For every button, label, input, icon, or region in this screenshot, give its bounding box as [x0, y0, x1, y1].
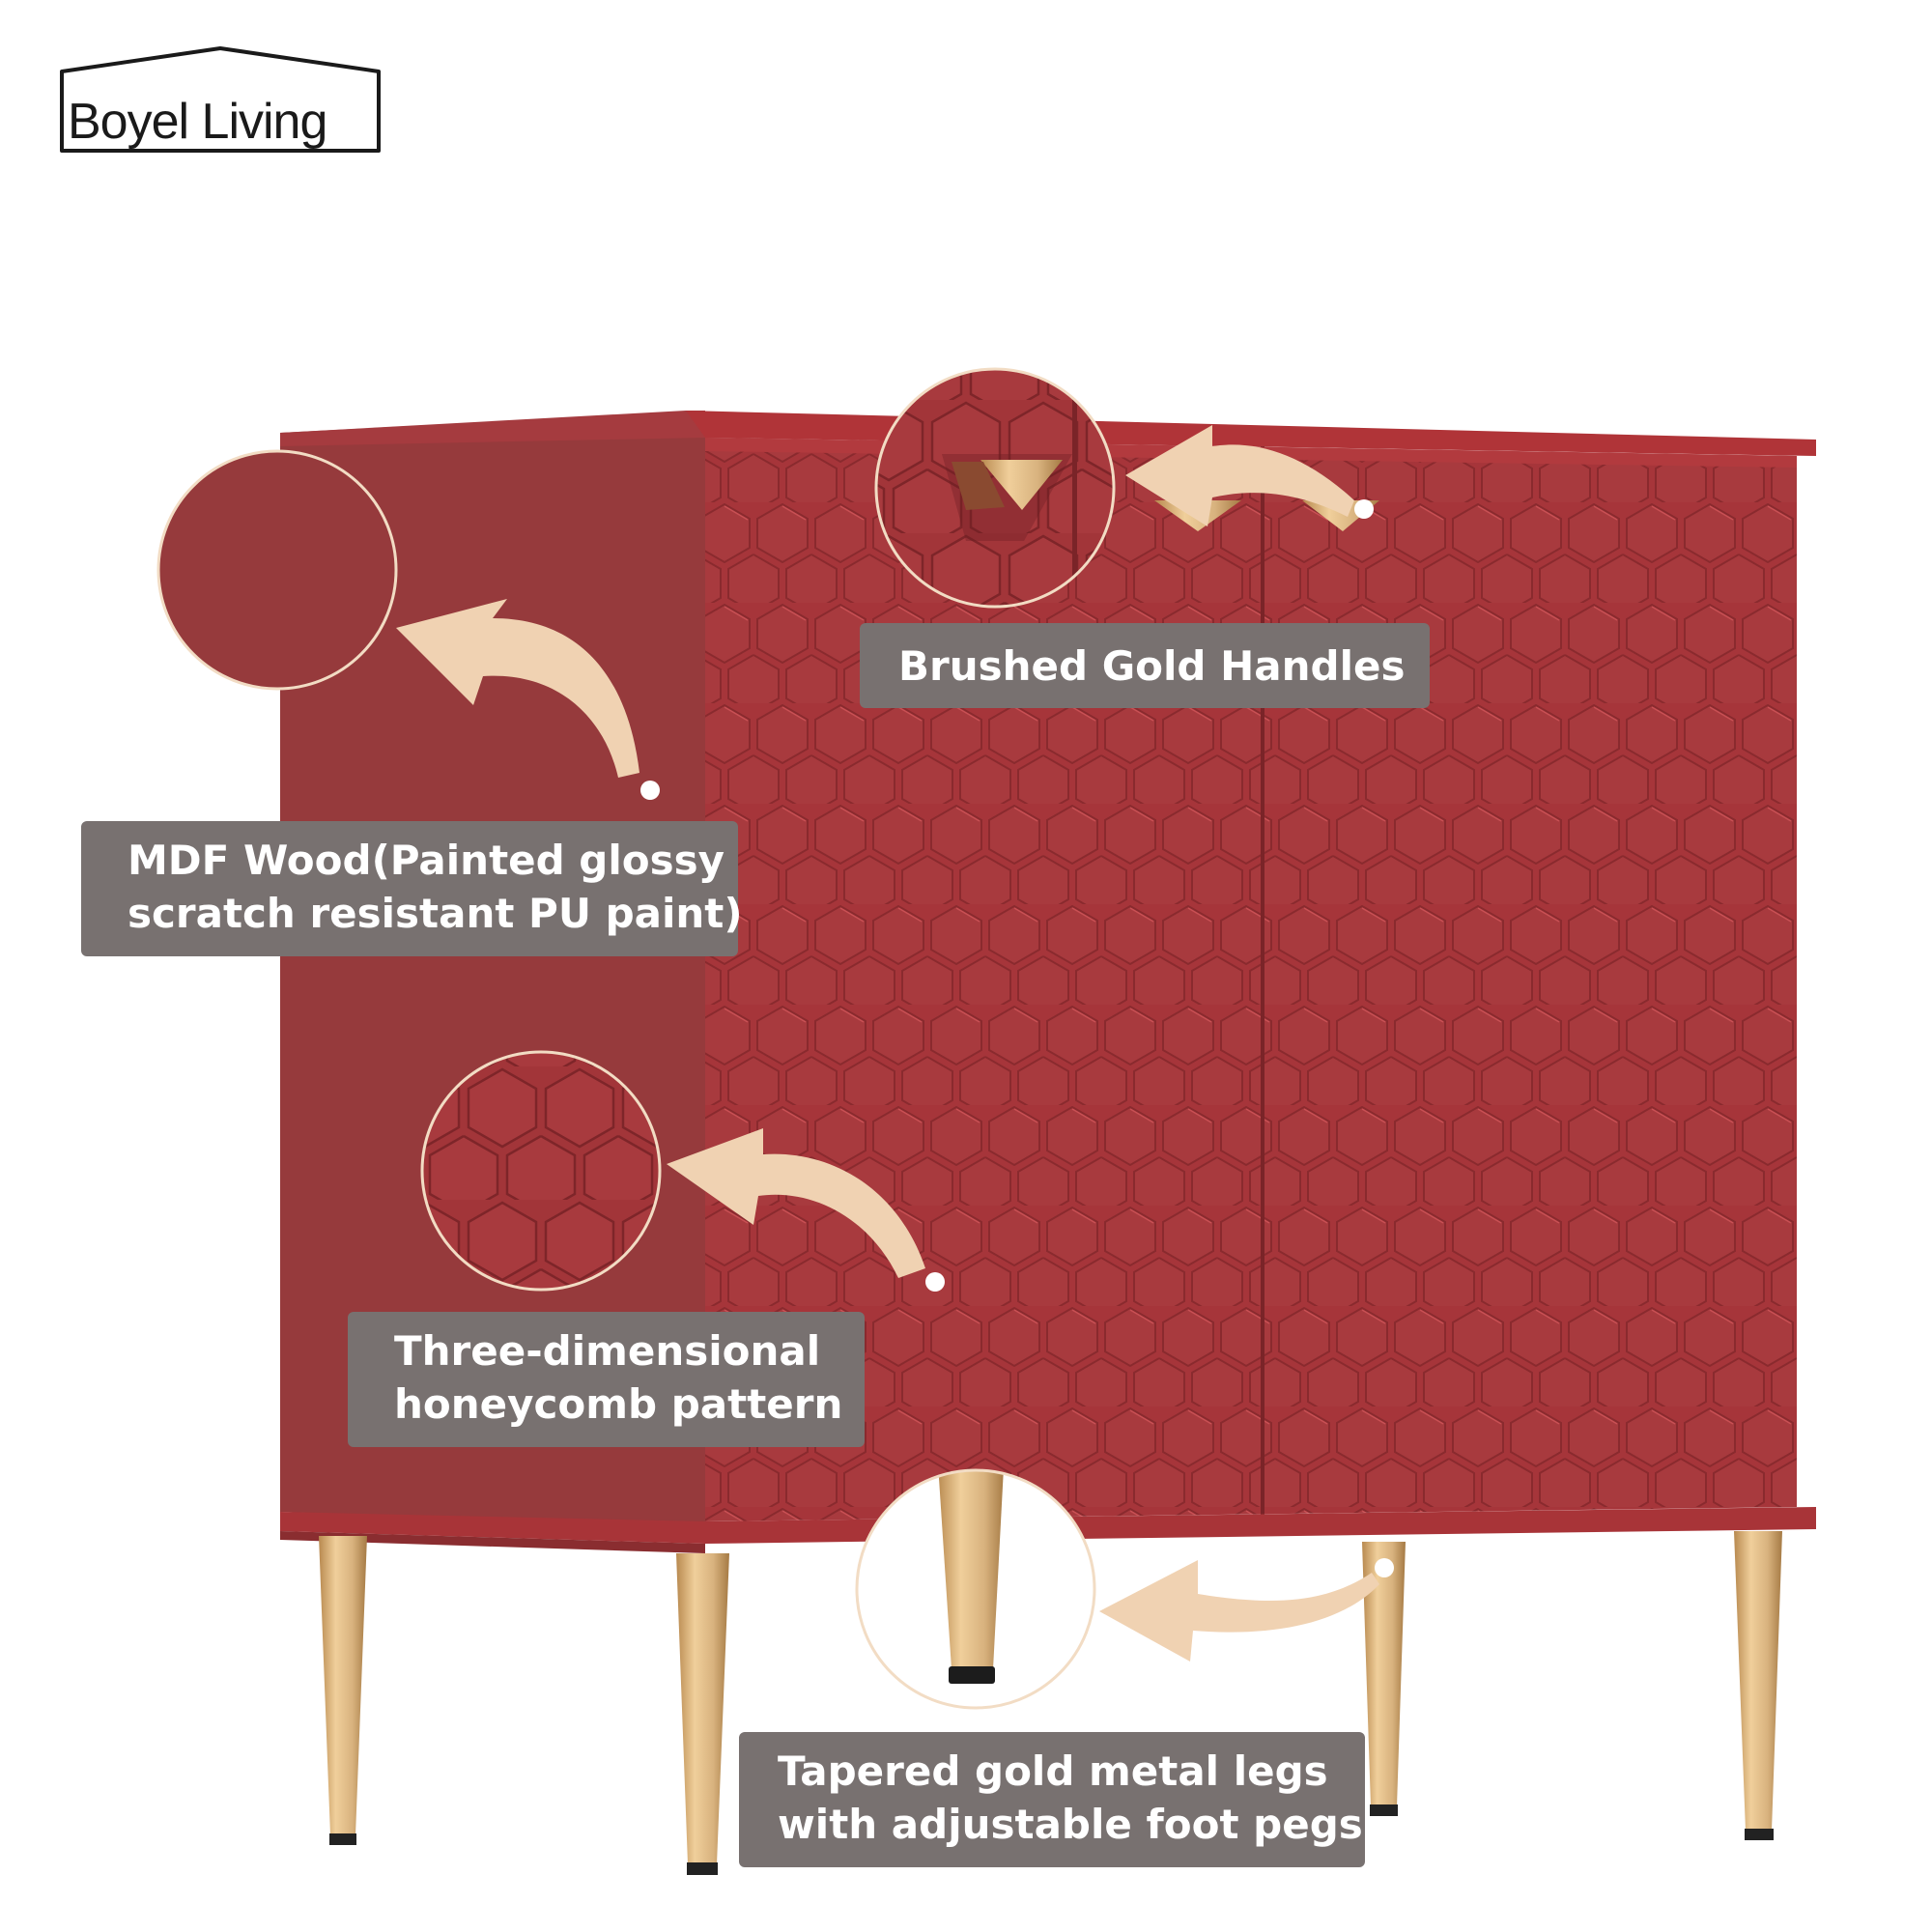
brand-name: Boyel Living	[68, 94, 327, 150]
label-tapered-legs: Tapered gold metal legs with adjustable …	[739, 1732, 1365, 1867]
zoom-circle-material	[156, 449, 398, 691]
arrow-legs	[1099, 1560, 1379, 1662]
arrow-honeycomb	[667, 1128, 925, 1278]
label-mdf-wood: MDF Wood(Painted glossy scratch resistan…	[81, 821, 743, 956]
cabinet-front-doors	[705, 438, 1797, 1521]
arrow-material	[396, 599, 639, 778]
arrow-handles	[1125, 425, 1354, 526]
label-honey-line2: honeycomb pattern	[394, 1379, 843, 1428]
zoom-circle-honeycomb	[420, 1050, 662, 1292]
label-handles-line1: Brushed Gold Handles	[898, 642, 1406, 690]
zoom-circle-handles	[874, 367, 1116, 609]
label-legs-line2: with adjustable foot pegs	[778, 1800, 1363, 1848]
zoom-circle-leg	[855, 1468, 1096, 1710]
label-mdf-line1: MDF Wood(Painted glossy	[128, 837, 725, 884]
gold-legs	[319, 1531, 1782, 1875]
brand-logo	[56, 44, 384, 156]
label-legs-line1: Tapered gold metal legs	[778, 1747, 1328, 1795]
callout-arrows	[396, 425, 1379, 1662]
label-brushed-gold-handles: Brushed Gold Handles	[860, 623, 1430, 708]
label-honeycomb-pattern: Three-dimensional honeycomb pattern	[348, 1312, 865, 1447]
house-outline-icon	[60, 46, 381, 153]
label-honey-line1: Three-dimensional	[394, 1327, 821, 1375]
callout-dots	[640, 499, 1394, 1577]
label-mdf-line2: scratch resistant PU paint)	[128, 889, 743, 937]
